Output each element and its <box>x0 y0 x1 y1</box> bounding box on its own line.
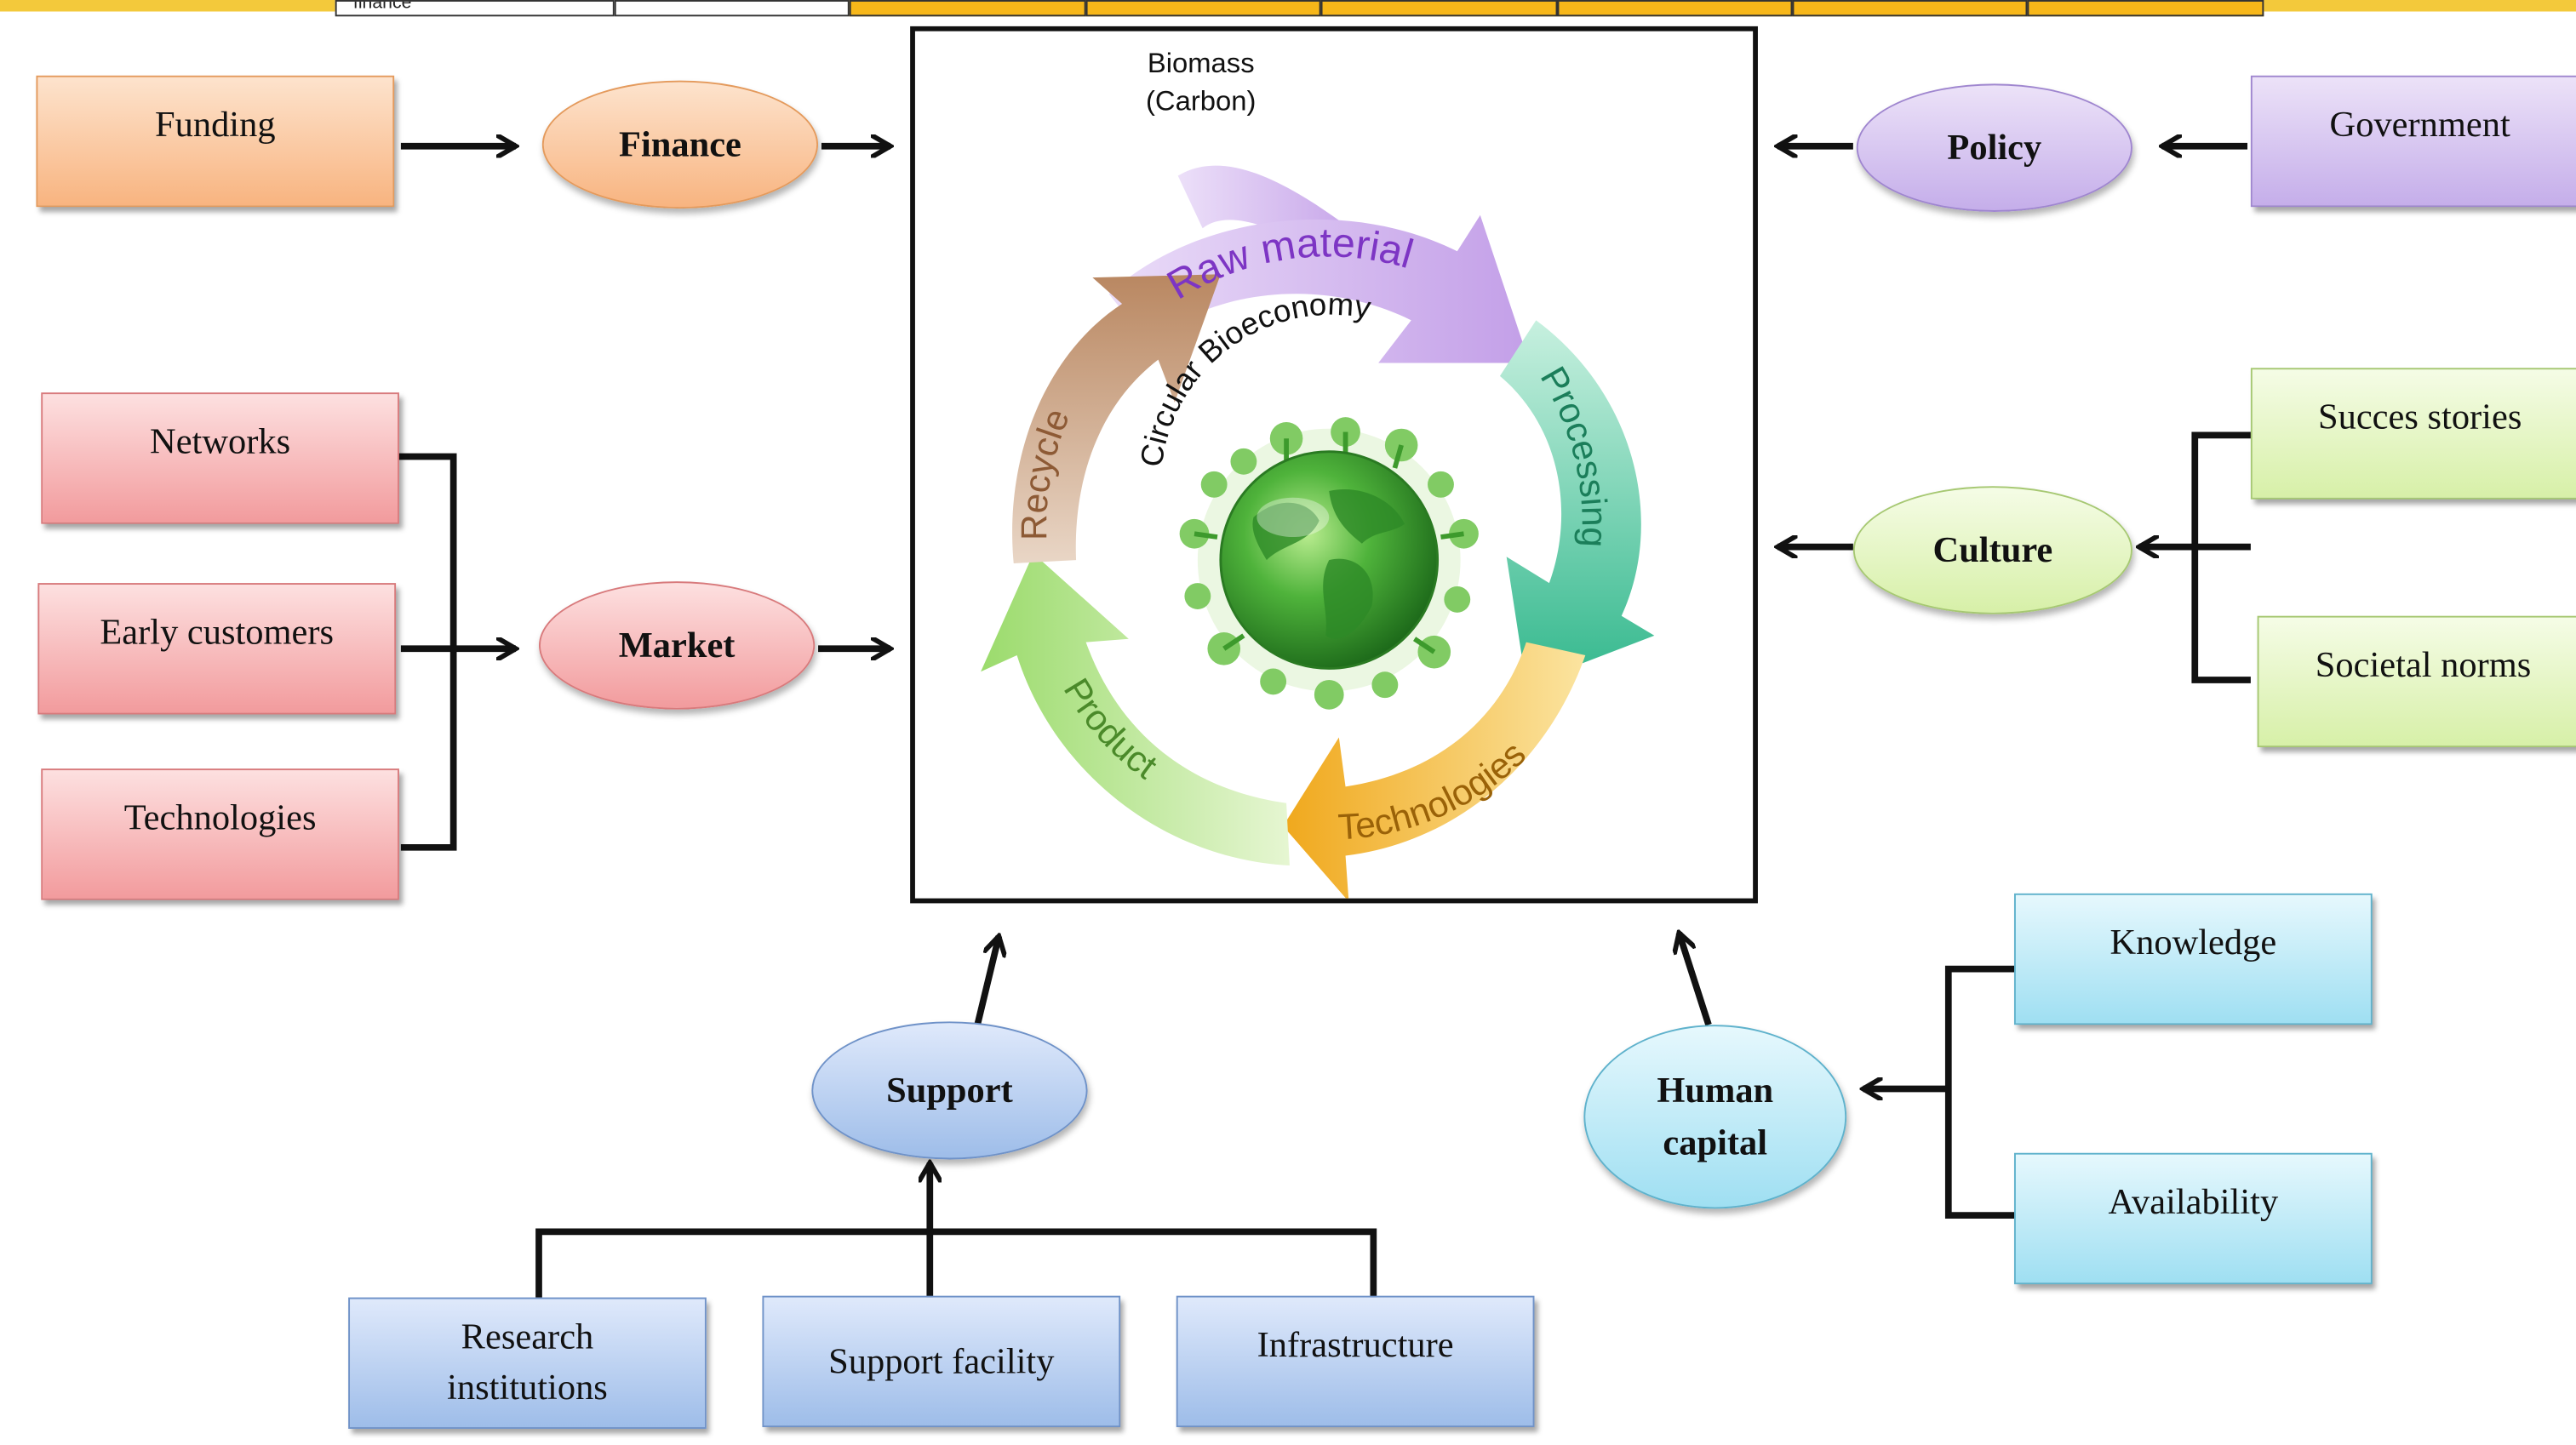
support-node: Support <box>811 1021 1088 1160</box>
policy-label: Policy <box>1947 126 2042 168</box>
technologies-box: Technologies <box>41 768 399 900</box>
earth-globe-icon <box>1219 450 1440 670</box>
biomass-label: Biomass <box>1148 47 1255 78</box>
processing-arc <box>1499 320 1655 685</box>
header-cell <box>1085 0 1321 17</box>
header-cell: finance <box>335 0 615 17</box>
societal-norms-label: Societal norms <box>2315 643 2532 685</box>
bracket-support-inputs <box>535 1228 1377 1298</box>
culture-label: Culture <box>1932 528 2053 570</box>
header-bar-right <box>2264 0 2576 12</box>
circular-bioeconomy-panel: Biomass (Carbon) Raw material Processing… <box>910 26 1758 904</box>
government-label: Government <box>2329 103 2510 145</box>
culture-node: Culture <box>1852 486 2132 614</box>
recycle-arc <box>1012 274 1221 563</box>
funding-box: Funding <box>36 75 395 208</box>
early-customers-box: Early customers <box>37 583 397 715</box>
early-customers-label: Early customers <box>100 610 335 653</box>
tree-trunks <box>1194 431 1464 654</box>
technologies-arc <box>1283 642 1586 899</box>
carbon-label: (Carbon) <box>1146 84 1256 116</box>
human-capital-label-line1: Human <box>1657 1069 1774 1111</box>
header-cell <box>2027 0 2264 17</box>
research-institutions-box: Research institutions <box>348 1297 707 1429</box>
societal-norms-box: Societal norms <box>2257 615 2576 748</box>
product-arc <box>981 553 1290 866</box>
market-label: Market <box>618 624 736 665</box>
finance-node: Finance <box>541 80 819 209</box>
market-node: Market <box>538 581 816 710</box>
funding-label: Funding <box>155 103 276 145</box>
human-capital-label-line2: capital <box>1663 1122 1768 1163</box>
success-stories-label: Succes stories <box>2317 396 2522 437</box>
availability-box: Availability <box>2013 1152 2373 1285</box>
availability-label: Availability <box>2108 1180 2279 1222</box>
header-cell <box>849 0 1086 17</box>
infrastructure-label: Infrastructure <box>1257 1323 1454 1365</box>
knowledge-label: Knowledge <box>2109 921 2277 962</box>
networks-box: Networks <box>41 392 399 524</box>
arrow-support-center <box>972 936 999 1032</box>
support-label: Support <box>886 1069 1013 1111</box>
raw-material-arc <box>1108 214 1530 363</box>
government-box: Government <box>2250 75 2576 208</box>
technologies-label: Technologies <box>123 796 317 838</box>
research-label-line2: institutions <box>447 1366 608 1408</box>
policy-node: Policy <box>1856 83 2132 212</box>
success-stories-box: Succes stories <box>2250 368 2576 500</box>
header-table-strip: finance <box>335 0 2264 17</box>
research-label-line1: Research <box>461 1316 594 1357</box>
support-facility-label: Support facility <box>828 1339 1055 1381</box>
bracket-human-capital-inputs <box>1944 965 2014 1219</box>
networks-label: Networks <box>150 420 291 462</box>
finance-label: Finance <box>619 123 741 165</box>
header-cell <box>1557 0 1793 17</box>
header-cell <box>614 0 850 17</box>
human-capital-node: Human capital <box>1583 1025 1847 1209</box>
support-facility-box: Support facility <box>762 1295 1121 1428</box>
arrow-human-capital-center <box>1679 933 1712 1026</box>
knowledge-box: Knowledge <box>2013 893 2373 1025</box>
bracket-culture-inputs <box>2191 431 2251 683</box>
header-bar-left <box>0 0 335 12</box>
infrastructure-box: Infrastructure <box>1176 1295 1535 1428</box>
circular-bioeconomy-figure: Biomass (Carbon) Raw material Processing… <box>981 47 1655 899</box>
header-cell <box>1320 0 1558 17</box>
header-cell <box>1792 0 2028 17</box>
